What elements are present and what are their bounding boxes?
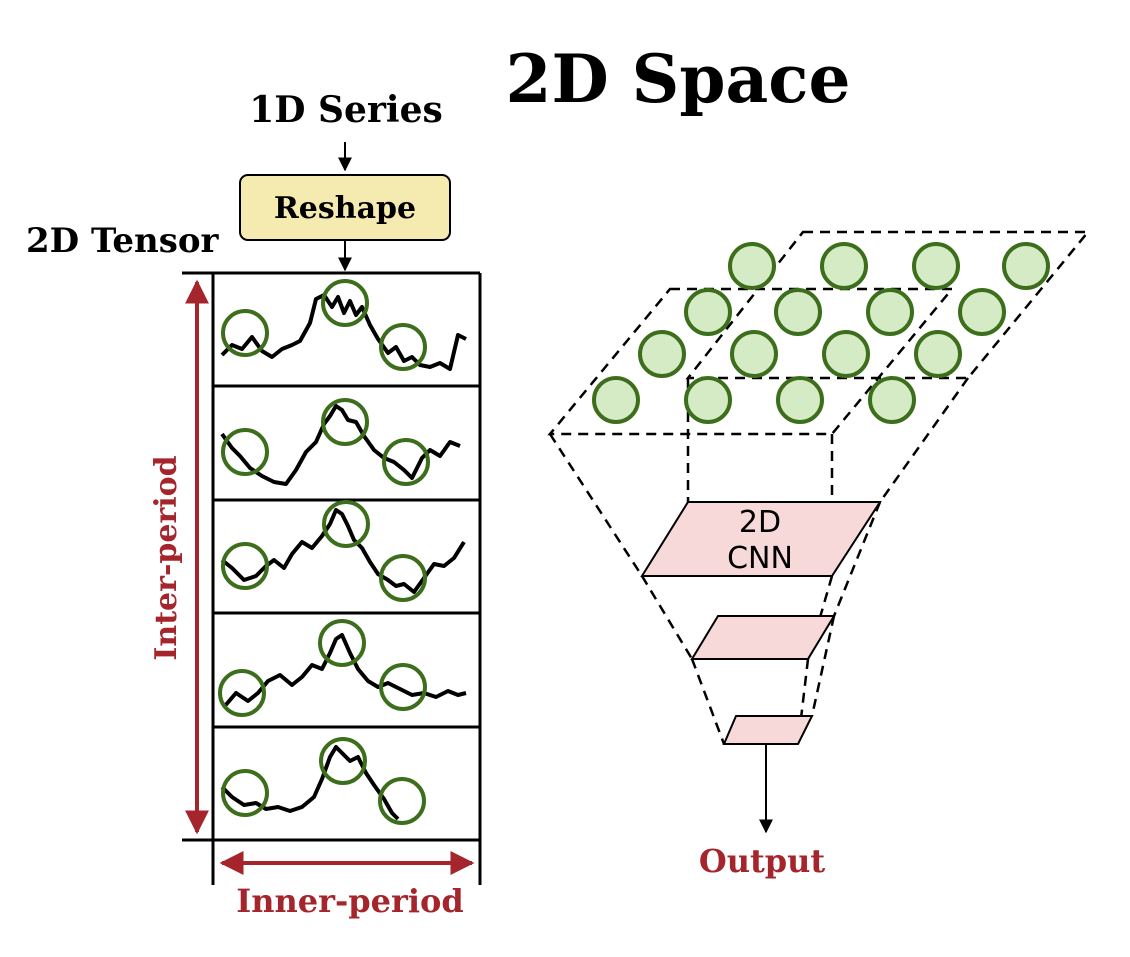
period-row [218,619,467,717]
feature-circle [379,323,427,371]
grid-circle [822,330,870,378]
tensor-label: 2D Tensor [26,221,220,261]
grid-circle [592,376,640,424]
feature-circle [321,279,369,327]
reshape-box [239,174,451,241]
tensor-grid [182,271,482,885]
feature-circle [379,554,427,602]
funnel-edge [832,501,882,617]
feature-circle [378,777,426,825]
front-plane [547,287,955,436]
grid-circle [958,288,1006,336]
grid-circle [866,288,914,336]
funnel-edge [878,377,970,503]
cnn-label-line2: CNN [727,541,793,576]
period-row [220,500,466,602]
period-row [220,398,461,486]
feature-circle [221,542,269,590]
cnn-layer-2 [690,615,836,660]
period-row [220,279,467,371]
funnel-edge [690,658,726,745]
output-label: Output [699,842,826,880]
cnn-layer-3 [722,715,814,745]
main-title: 2D Space [506,40,851,118]
grid-circle [730,330,778,378]
inter-period-label: Inter-period [149,455,184,660]
feature-circle [221,428,269,476]
funnel-edge [810,615,836,717]
waveform-line [220,508,466,594]
input-series-label: 1D Series [249,89,443,131]
feature-circle [318,619,366,667]
waveform-line [220,745,400,821]
cnn-layer-1 [640,501,882,577]
feature-circle [322,500,370,548]
feature-circle [221,769,269,817]
funnel-edge [548,433,644,577]
grid-circle [912,242,960,290]
grid-circle [684,288,732,336]
grid-circle [774,288,822,336]
waveform-line [222,633,467,709]
feature-circle [382,438,430,486]
inner-period-label: Inner-period [236,882,463,920]
period-row [220,737,426,825]
grid-circle [914,330,962,378]
reshape-label: Reshape [274,191,416,226]
feature-grid [592,242,1050,424]
feature-circle [221,309,269,357]
cnn-label-line1: 2D [739,505,781,540]
waveform-line [220,293,467,371]
back-plane [685,230,1091,380]
feature-circle [319,737,367,785]
grid-circle [820,242,868,290]
grid-circle [776,376,824,424]
funnel-edge [640,575,694,660]
grid-circle [684,376,732,424]
grid-circle [728,242,776,290]
grid-circle [638,330,686,378]
feature-circle [218,669,266,717]
grid-circle [868,376,916,424]
waveform-line [220,404,461,486]
feature-circle [321,398,369,446]
feature-circle [379,663,427,711]
grid-circle [1002,242,1050,290]
